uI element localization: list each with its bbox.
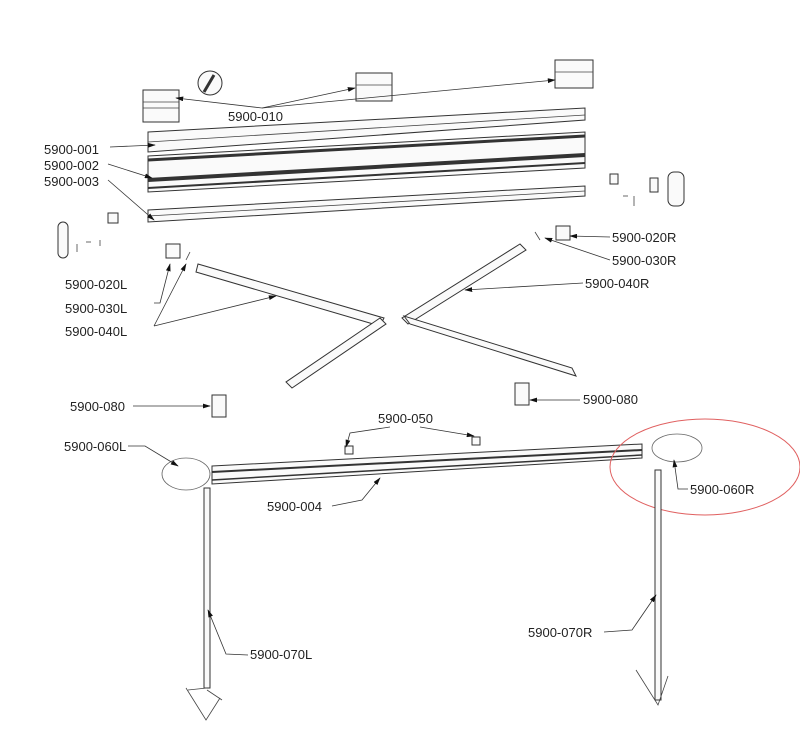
mounting-bracket-left	[142, 89, 180, 123]
detail-ellipse-060L	[161, 457, 211, 491]
screw-detail	[197, 70, 223, 96]
end-cap-right	[609, 171, 685, 207]
arm-right-040R	[401, 243, 577, 377]
end-cap-left	[57, 212, 119, 259]
label-5900-030R: 5900-030R	[612, 253, 676, 268]
label-5900-040R: 5900-040R	[585, 276, 649, 291]
label-5900-030L: 5900-030L	[65, 301, 127, 316]
clip-050-a	[344, 445, 354, 455]
mounting-bracket-right	[554, 59, 594, 89]
pin-030L	[185, 251, 191, 261]
label-5900-080-right: 5900-080	[583, 392, 638, 407]
support-leg-070R	[635, 469, 669, 706]
roller-tube-002	[147, 131, 586, 193]
leader-lines	[107, 78, 688, 656]
label-5900-020L: 5900-020L	[65, 277, 127, 292]
label-5900-070L: 5900-070L	[250, 647, 312, 662]
label-5900-010: 5900-010	[228, 109, 283, 124]
arm-left-040L	[195, 263, 387, 389]
label-5900-020R: 5900-020R	[612, 230, 676, 245]
highlight-circle	[609, 418, 800, 516]
label-5900-060L: 5900-060L	[64, 439, 126, 454]
bracket-080-right	[514, 382, 530, 406]
label-5900-003: 5900-003	[44, 174, 99, 189]
pin-030R	[534, 231, 541, 241]
label-5900-070R: 5900-070R	[528, 625, 592, 640]
label-5900-004: 5900-004	[267, 499, 322, 514]
label-5900-060R: 5900-060R	[690, 482, 754, 497]
label-5900-080-left: 5900-080	[70, 399, 125, 414]
mounting-bracket-middle	[355, 72, 393, 102]
label-5900-002: 5900-002	[44, 158, 99, 173]
front-rail-004	[211, 443, 643, 485]
clip-050-b	[471, 436, 481, 446]
detail-ellipse-060R	[651, 433, 703, 463]
arm-mount-020R	[555, 225, 571, 241]
arm-mount-020L	[165, 243, 181, 259]
label-5900-001: 5900-001	[44, 142, 99, 157]
bottom-rail-003	[147, 185, 586, 223]
label-5900-050: 5900-050	[378, 411, 433, 426]
label-5900-040L: 5900-040L	[65, 324, 127, 339]
bracket-080-left	[211, 394, 227, 418]
support-leg-070L	[185, 487, 223, 721]
